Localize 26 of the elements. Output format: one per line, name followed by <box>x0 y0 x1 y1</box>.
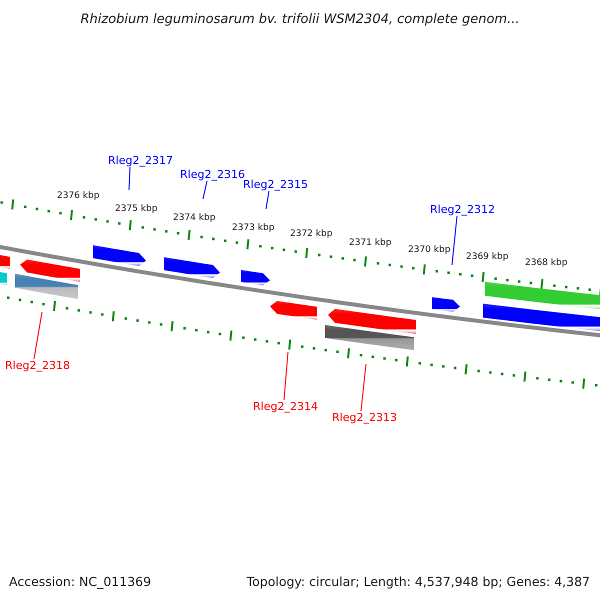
leader-line <box>128 166 130 190</box>
scale-label: 2374 kbp <box>173 213 216 224</box>
leader-line <box>34 312 42 360</box>
leader-line <box>284 352 288 400</box>
scale-label: 2368 kbp <box>525 258 568 270</box>
scale-label: 2373 kbp <box>232 223 274 234</box>
footer-text: Accession: NC_011369 <box>9 574 152 590</box>
title: Rhizobium leguminosarum bv. trifolii WSM2304, complete genom... <box>80 11 520 29</box>
gene-label: Rleg2_2313 <box>332 411 397 424</box>
scale-label: 2369 kbp <box>466 252 508 264</box>
gene-label: Rleg2_2315 <box>243 178 308 191</box>
leader-line <box>360 364 366 412</box>
gene-label: Rleg2_2316 <box>180 168 245 181</box>
leader-line <box>266 190 270 210</box>
gene-label: Rleg2_2312 <box>430 203 495 216</box>
scale-label: 2372 kbp <box>290 229 332 240</box>
footer-text: Topology: circular; Length: 4,537,948 bp; Genes: 4,387 <box>246 574 590 590</box>
gene-label: Rleg2_2318 <box>5 359 70 372</box>
leader-line <box>452 216 458 266</box>
gene-label: Rleg2_2314 <box>253 400 318 413</box>
scale-label: 2370 kbp <box>408 245 450 256</box>
scale-label: 2375 kbp <box>115 204 158 216</box>
leader-line <box>202 180 208 200</box>
scale-label: 2376 kbp <box>57 191 100 202</box>
scale-label: 2371 kbp <box>349 238 392 250</box>
gene-label: Rleg2_2317 <box>108 154 173 167</box>
